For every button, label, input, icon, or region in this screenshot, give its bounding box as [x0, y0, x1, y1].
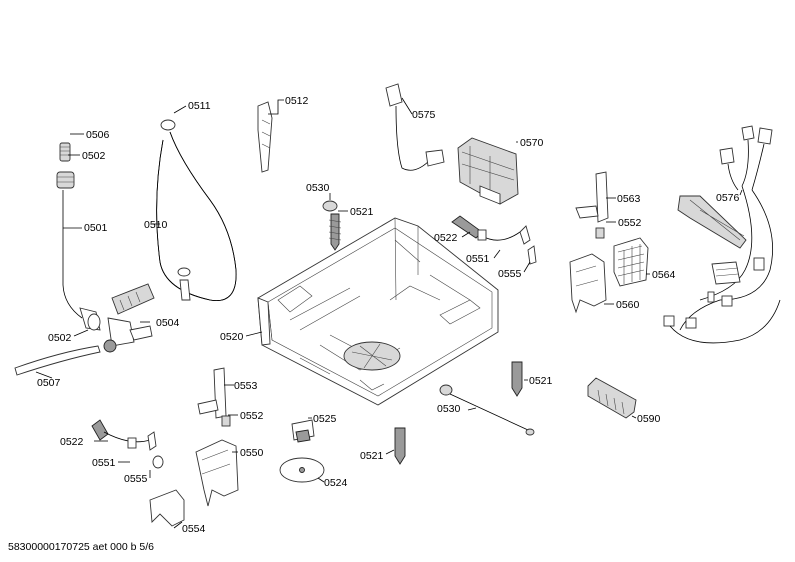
- label-0512: 0512: [285, 95, 309, 107]
- clip-part[interactable]: [291, 419, 315, 443]
- label-0522: 0522: [60, 436, 84, 448]
- label-0552: 0552: [618, 217, 642, 229]
- label-0555: 0555: [124, 473, 148, 485]
- label-0554: 0554: [182, 523, 206, 535]
- wiring-harness-part[interactable]: [663, 125, 781, 344]
- label-0522: 0522: [434, 232, 458, 244]
- label-0520: 0520: [220, 331, 244, 343]
- power-cable-part[interactable]: [385, 83, 445, 171]
- label-0560: 0560: [616, 299, 640, 311]
- label-0563: 0563: [617, 193, 641, 205]
- screw-part[interactable]: [328, 213, 342, 251]
- hose-part[interactable]: [156, 119, 237, 302]
- lower-bracket-part[interactable]: [149, 367, 239, 527]
- label-0575: 0575: [412, 109, 436, 121]
- drain-hose-part[interactable]: [14, 345, 101, 376]
- label-0570: 0570: [520, 137, 544, 149]
- clip-rail-part[interactable]: [257, 101, 273, 173]
- leader-lines: [35, 97, 743, 529]
- document-code: 58300000170725 aet 000 b 5/6: [8, 541, 154, 553]
- sensor-part[interactable]: [451, 215, 537, 265]
- label-0551: 0551: [466, 253, 490, 265]
- disc-part[interactable]: [279, 457, 325, 483]
- part-labels: 0506 0502 0501 0502 0504 0507 0511 0510 …: [37, 95, 740, 535]
- label-0521: 0521: [350, 206, 374, 218]
- filter-part[interactable]: [587, 377, 637, 419]
- label-0590: 0590: [637, 413, 661, 425]
- label-0521: 0521: [360, 450, 384, 462]
- lower-sensor-part[interactable]: [91, 419, 164, 469]
- valve-assembly-part[interactable]: [103, 283, 155, 353]
- label-0502: 0502: [48, 332, 72, 344]
- bracket-part[interactable]: [569, 171, 609, 314]
- label-0551: 0551: [92, 457, 116, 469]
- label-0550: 0550: [240, 447, 264, 459]
- label-0511: 0511: [188, 100, 211, 112]
- label-0530: 0530: [306, 182, 330, 194]
- label-0502: 0502: [82, 150, 106, 162]
- cage-part[interactable]: [613, 237, 649, 287]
- label-0525: 0525: [313, 413, 337, 425]
- label-0506: 0506: [86, 129, 110, 141]
- label-0521: 0521: [529, 375, 553, 387]
- rod-part[interactable]: [439, 384, 535, 436]
- label-0564: 0564: [652, 269, 676, 281]
- label-0524: 0524: [324, 477, 348, 489]
- label-0576: 0576: [716, 192, 740, 204]
- nut-part[interactable]: [322, 200, 338, 212]
- label-0555: 0555: [498, 268, 522, 280]
- base-tub-part[interactable]: [257, 217, 499, 406]
- control-module-part[interactable]: [457, 137, 519, 205]
- inlet-hose-part[interactable]: [56, 142, 101, 331]
- label-0504: 0504: [156, 317, 180, 329]
- label-0501: 0501: [84, 222, 108, 234]
- label-0552: 0552: [240, 410, 264, 422]
- label-0510: 0510: [144, 219, 168, 231]
- label-0507: 0507: [37, 377, 61, 389]
- label-0530: 0530: [437, 403, 461, 415]
- label-0553: 0553: [234, 380, 258, 392]
- screw-lower-part[interactable]: [394, 361, 523, 465]
